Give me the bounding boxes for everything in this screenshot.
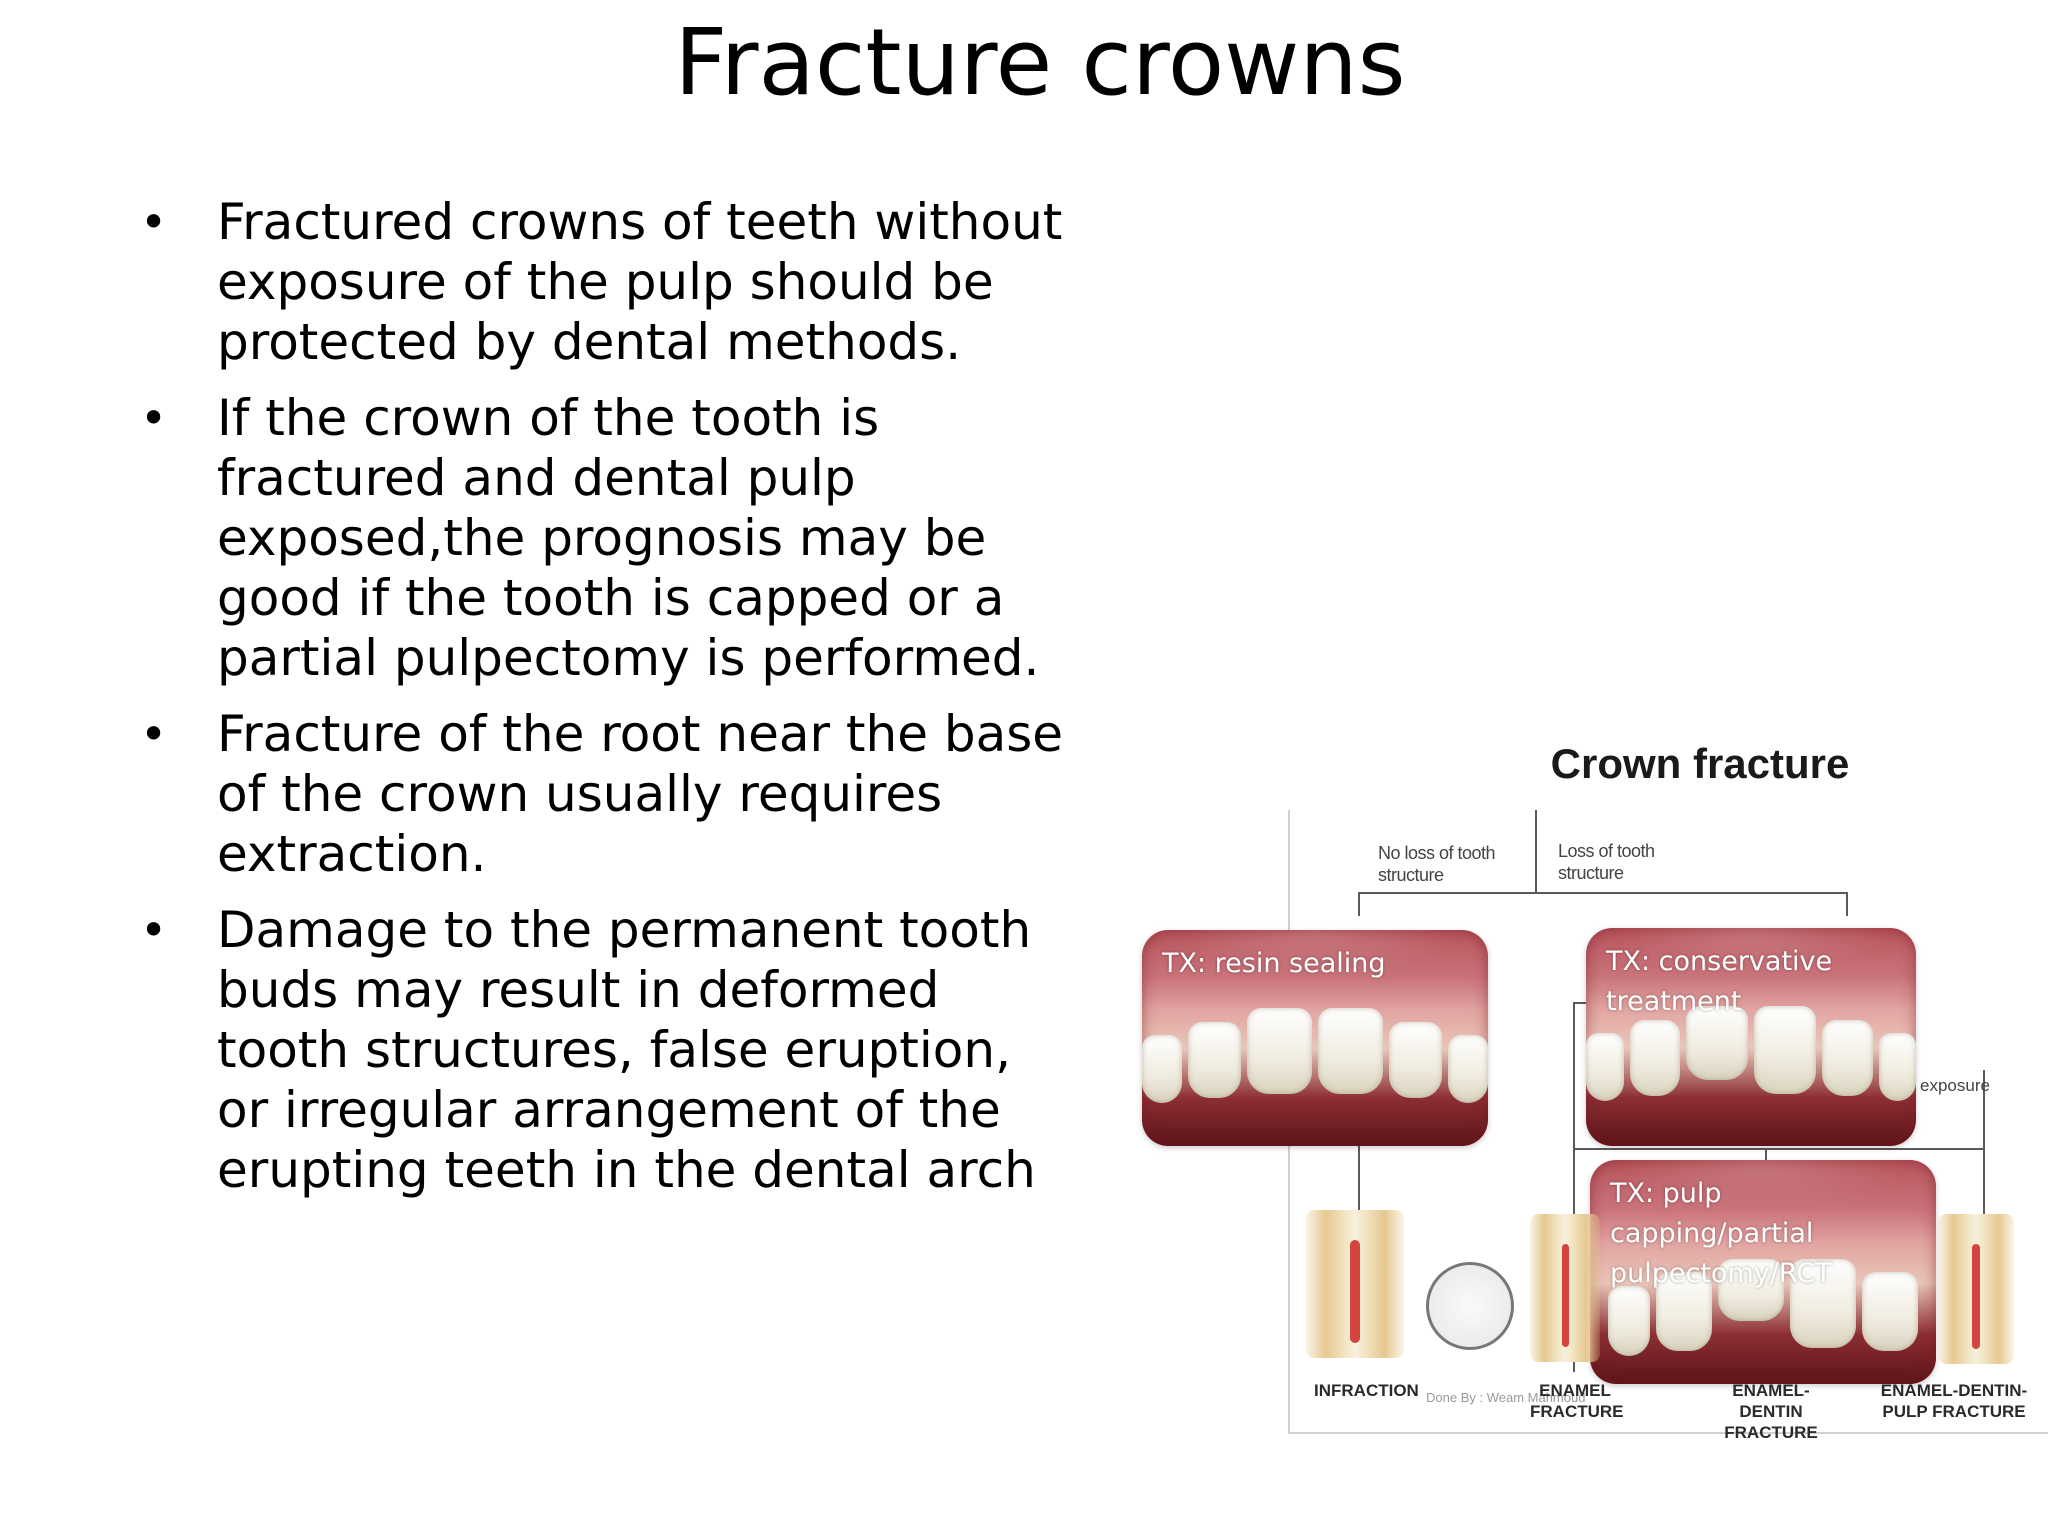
bullet-marker: • (140, 195, 168, 249)
photo-conservative-treatment: TX: conservative treatment (1586, 928, 1916, 1146)
category-label-enamel-dentin-pulp: ENAMEL-DENTIN-PULP FRACTURE (1880, 1381, 2028, 1421)
bullet-item: • Fracture of the root near the base of … (140, 704, 1070, 884)
tooth-shape (1187, 1021, 1242, 1098)
tooth-shape (1448, 1035, 1488, 1103)
bullet-item: • If the crown of the tooth is fractured… (140, 388, 1070, 688)
tooth-shape (1718, 1258, 1784, 1322)
tooth-shape (1318, 1007, 1383, 1095)
root-pulp (1561, 1243, 1569, 1348)
tooth-shape (1586, 1032, 1624, 1101)
crown-fracture-figure: Crown fracture No loss of tooth structur… (1130, 740, 2048, 1442)
category-label-enamel-dentin: ENAMEL-DENTIN FRACTURE (1724, 1381, 1818, 1442)
bullet-text: If the crown of the tooth is fractured a… (217, 389, 1040, 687)
bullet-marker: • (140, 391, 168, 445)
tooth-shape (1878, 1032, 1916, 1101)
tooth-shape (1629, 1019, 1681, 1097)
tree-right-drop (1846, 892, 1848, 916)
tree-left-down (1358, 1146, 1360, 1260)
root-illustration-enamel-dentin-pulp (1938, 1214, 2014, 1364)
photo-label-conservative: TX: conservative treatment (1606, 946, 1833, 1017)
root-pulp (1972, 1244, 1980, 1349)
tooth-shape (1247, 1007, 1312, 1095)
tooth-shape (1821, 1019, 1873, 1097)
tooth-shape (1656, 1272, 1712, 1352)
photo-label-resin: TX: resin sealing (1162, 948, 1386, 979)
teeth-illustration (1586, 1006, 1916, 1101)
root-illustration-infraction (1306, 1210, 1404, 1358)
figure-title: Crown fracture (1550, 740, 1850, 787)
teeth-illustration (1590, 1258, 1936, 1357)
tree-left-drop (1358, 892, 1360, 916)
tree-trunk-line (1535, 810, 1537, 892)
photo-resin-sealing: TX: resin sealing (1142, 930, 1488, 1146)
branch-label-loss: Loss of tooth structure (1558, 841, 1655, 883)
side-label-exposure: exposure (1920, 1076, 1990, 1095)
category-label-infraction: INFRACTION (1314, 1381, 1419, 1400)
magnifier-illustration (1426, 1262, 1514, 1350)
tooth-shape (1754, 1006, 1816, 1094)
bullet-text: Damage to the permanent tooth buds may r… (217, 901, 1036, 1199)
bullet-marker: • (140, 903, 168, 957)
tree-far-right-drop (1983, 1070, 1985, 1300)
root-pulp (1350, 1239, 1360, 1344)
tooth-shape (1862, 1272, 1918, 1352)
tree-branch-line (1358, 892, 1848, 894)
tooth-shape (1142, 1035, 1182, 1103)
teeth-illustration (1142, 1007, 1488, 1103)
category-label-enamel: ENAMEL FRACTURE (1530, 1381, 1624, 1421)
bullet-text: Fracture of the root near the base of th… (217, 705, 1064, 883)
bullet-item: • Damage to the permanent tooth buds may… (140, 900, 1070, 1200)
tooth-shape (1388, 1021, 1443, 1098)
bullet-list: • Fractured crowns of teeth without expo… (140, 192, 1070, 1216)
tree-lower-right-drop (1765, 1148, 1767, 1160)
bullet-text: Fractured crowns of teeth without exposu… (217, 193, 1063, 371)
tooth-shape (1790, 1258, 1856, 1349)
bullet-item: • Fractured crowns of teeth without expo… (140, 192, 1070, 372)
bullet-marker: • (140, 707, 168, 761)
figure-credit: Done By : Weam Mahmoud (1426, 1390, 1586, 1405)
tree-lower-branch (1573, 1148, 1983, 1150)
root-illustration-enamel (1530, 1214, 1600, 1362)
slide-title: Fracture crowns (674, 9, 1406, 116)
photo-label-pulp: TX: pulp capping/partial pulpectomy/RCT (1610, 1178, 1832, 1289)
photo-pulp-capping: TX: pulp capping/partial pulpectomy/RCT (1590, 1160, 1936, 1384)
tooth-shape (1608, 1286, 1650, 1357)
branch-label-no-loss: No loss of tooth structure (1378, 843, 1496, 885)
tooth-shape (1686, 1006, 1748, 1080)
tree-mid-vertical (1573, 1002, 1575, 1372)
